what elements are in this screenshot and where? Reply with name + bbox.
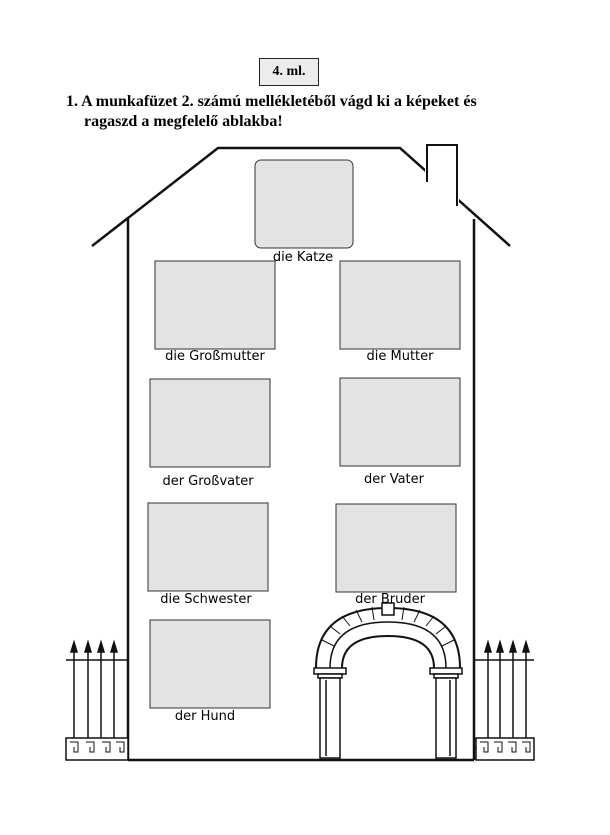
window-vater — [339, 377, 461, 467]
task-number: 1. — [66, 93, 78, 110]
fence-right — [474, 639, 535, 761]
window-frames — [147, 159, 461, 709]
window-grossvater — [149, 378, 271, 468]
grade-badge: 4. ml. — [259, 58, 319, 86]
fence-left — [65, 639, 129, 761]
window-katze — [254, 159, 354, 249]
window-mutter — [339, 260, 461, 350]
caption-katze: die Katze — [272, 250, 334, 265]
chimney — [425, 144, 459, 206]
task-text-line1: A munkafüzet 2. számú mellékletéből vágd… — [81, 93, 477, 110]
caption-bruder: der Bruder — [355, 592, 425, 607]
house-walls — [126, 219, 476, 762]
caption-grossvater: der Großvater — [162, 474, 254, 489]
caption-grossmutter: die Großmutter — [165, 349, 265, 364]
window-hund — [149, 619, 271, 709]
caption-hund: der Hund — [174, 709, 236, 724]
task-instruction: 1. A munkafüzet 2. számú mellékletéből v… — [66, 92, 536, 132]
task-text-line2: ragaszd a megfelelő ablakba! — [84, 113, 283, 130]
window-bruder — [335, 503, 457, 593]
window-schwester — [147, 502, 269, 592]
door-arch — [313, 602, 463, 759]
caption-schwester: die Schwester — [160, 592, 252, 607]
caption-mutter: die Mutter — [366, 349, 434, 364]
caption-vater: der Vater — [363, 472, 425, 487]
window-grossmutter — [154, 260, 276, 350]
